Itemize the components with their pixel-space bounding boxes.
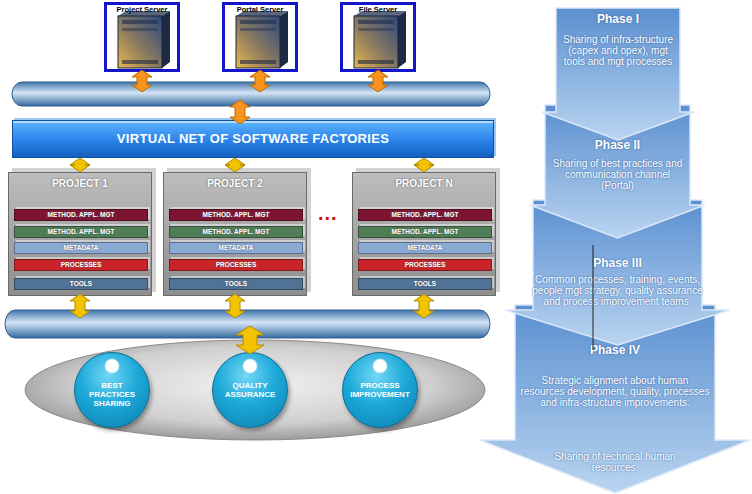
phase-title: Phase IV (515, 343, 715, 357)
circle-dot (105, 359, 119, 373)
layer-label: METHOD. APPL. MGT (170, 210, 302, 220)
layer-bar: METHOD. APPL. MGT (169, 226, 303, 238)
phase-shape (542, 8, 694, 140)
layer-bar: METADATA (169, 242, 303, 254)
layer-bar: PROCESSES (169, 259, 303, 271)
practice-circle: BEST PRACTICES SHARING (74, 352, 150, 428)
shared-services-ellipse (25, 340, 485, 440)
network-pipe (12, 82, 490, 106)
network-pipe (5, 310, 490, 338)
double-arrow (414, 158, 434, 172)
layer-bar: PROCESSES (358, 259, 492, 271)
project-title: PROJECT 2 (164, 178, 306, 189)
layer-label: METADATA (15, 243, 147, 253)
layer-label: METHOD. APPL. MGT (15, 210, 147, 220)
server-box: Project Server (104, 2, 180, 72)
layer-label: METHOD. APPL. MGT (359, 227, 491, 237)
layer-bar: METADATA (14, 242, 148, 254)
circle-label: PROCESS IMPROVEMENT (347, 381, 413, 399)
server-label: Project Server (107, 5, 177, 15)
phase-text: Sharing of technical human resources. (540, 451, 690, 473)
layer-bar: METHOD. APPL. MGT (14, 226, 148, 238)
layer-bar: TOOLS (358, 278, 492, 290)
server-box: Portal Server (222, 2, 298, 72)
phase-outline (480, 305, 750, 493)
layer-bar: PROCESSES (14, 259, 148, 271)
layer-bar: TOOLS (14, 278, 148, 290)
phase-text: Strategic alignment about human resource… (520, 375, 710, 408)
ellipsis-mark: ... (318, 203, 338, 223)
double-arrow (70, 158, 90, 172)
layer-label: TOOLS (170, 279, 302, 289)
practice-circle: QUALITY ASSURANCE (212, 352, 288, 428)
server-box: File Server (340, 2, 416, 72)
layer-bar: METHOD. APPL. MGT (169, 209, 303, 221)
double-arrow (230, 100, 250, 124)
server-label: File Server (343, 5, 413, 15)
phase-title: Phase III (533, 256, 702, 270)
layer-label: METADATA (170, 243, 302, 253)
circle-label: QUALITY ASSURANCE (217, 381, 283, 399)
layer-label: METHOD. APPL. MGT (170, 227, 302, 237)
layer-label: METHOD. APPL. MGT (15, 227, 147, 237)
phase-text: Common processes, training, events, peop… (527, 274, 708, 307)
double-arrow (236, 326, 264, 354)
phase-outline (542, 8, 694, 140)
phase-title: Phase I (556, 12, 680, 26)
phase-text: Sharing of infra-structure (capex and op… (558, 34, 678, 67)
double-arrow (250, 70, 270, 92)
band-title: VIRTUAL NET OF SOFTWARE FACTORIES (13, 121, 493, 157)
server-panel (340, 2, 416, 72)
layer-label: PROCESSES (15, 260, 147, 270)
double-arrow (368, 70, 388, 92)
layer-label: TOOLS (15, 279, 147, 289)
double-arrow (70, 294, 90, 318)
divider-line (593, 245, 594, 350)
layer-label: METADATA (359, 243, 491, 253)
double-arrow (225, 294, 245, 318)
server-panel (222, 2, 298, 72)
layer-label: PROCESSES (170, 260, 302, 270)
layer-bar: METADATA (358, 242, 492, 254)
server-label: Portal Server (225, 5, 295, 15)
layer-label: METHOD. APPL. MGT (359, 210, 491, 220)
project-box: PROJECT 1 METHOD. APPL. MGT METHOD. APPL. … (8, 172, 152, 296)
server-panel (104, 2, 180, 72)
layer-bar: METHOD. APPL. MGT (358, 226, 492, 238)
circle-dot (373, 359, 387, 373)
server-illustration (236, 11, 288, 68)
server-illustration (118, 11, 170, 68)
network-band: VIRTUAL NET OF SOFTWARE FACTORIES (12, 120, 494, 158)
layer-bar: METHOD. APPL. MGT (14, 209, 148, 221)
server-illustration (354, 11, 406, 68)
double-arrow (132, 70, 152, 92)
layer-bar: METHOD. APPL. MGT (358, 209, 492, 221)
project-box: PROJECT 2 METHOD. APPL. MGT METHOD. APPL. … (163, 172, 307, 296)
phase-text: Sharing of best practices and communicat… (550, 158, 685, 191)
double-arrow (225, 158, 245, 172)
layer-bar: TOOLS (169, 278, 303, 290)
project-box: PROJECT N METHOD. APPL. MGT METHOD. APPL. … (352, 172, 496, 296)
project-title: PROJECT 1 (9, 178, 151, 189)
layer-label: PROCESSES (359, 260, 491, 270)
circle-label: BEST PRACTICES SHARING (79, 381, 145, 408)
double-arrow (414, 294, 434, 318)
phase-arrow: Phase I Sharing of infra-structure (capex… (542, 8, 694, 140)
circle-dot (243, 359, 257, 373)
project-title: PROJECT N (353, 178, 495, 189)
practice-circle: PROCESS IMPROVEMENT (342, 352, 418, 428)
layer-label: TOOLS (359, 279, 491, 289)
